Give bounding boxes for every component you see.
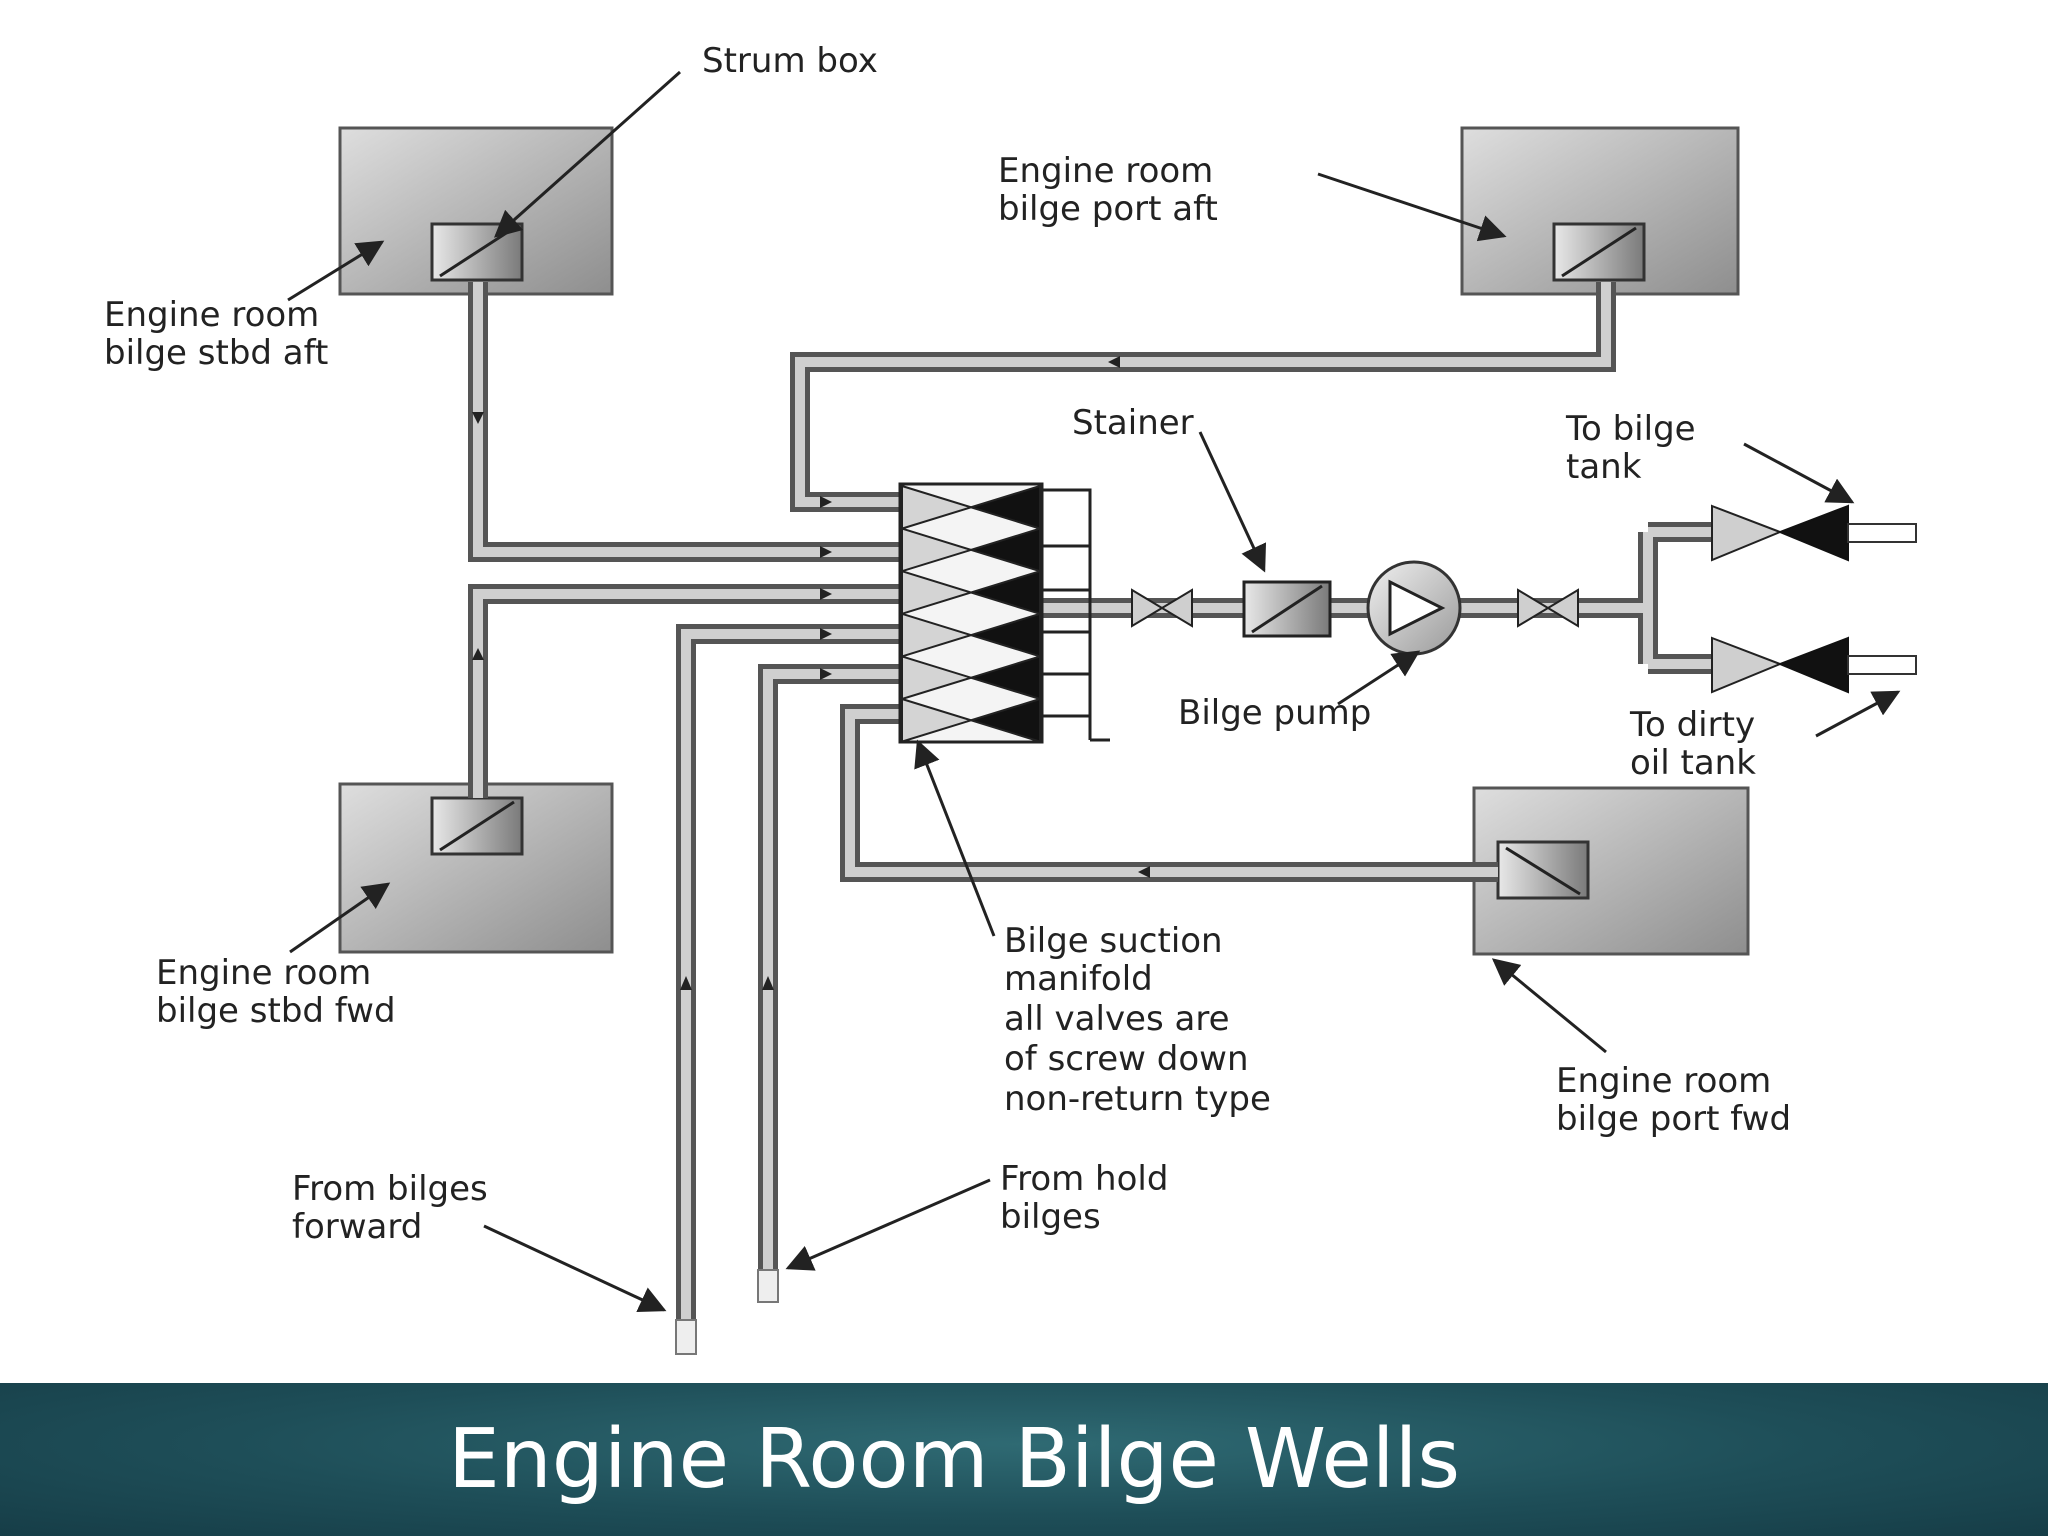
bilge-pump — [1366, 560, 1462, 656]
manifold-valve-inlet-half — [901, 569, 975, 616]
strum-box-port-fwd — [1496, 840, 1590, 900]
label-strum-box: Strum box — [702, 41, 878, 81]
label-port-fwd: Engine room bilge port fwd — [1556, 1061, 1791, 1139]
manifold-valve-outlet-half — [967, 612, 1041, 658]
label-from-hold-bilges: From hold bilges — [1000, 1159, 1179, 1237]
manifold-valve-outlet-half — [967, 697, 1041, 743]
label-bilge-pump: Bilge pump — [1178, 693, 1371, 733]
manifold-valve-inlet-half — [901, 527, 975, 573]
valve-to-bilge-tank — [1711, 504, 1917, 562]
manifold-valve-outlet-half — [967, 527, 1041, 573]
strum-box-stbd-fwd — [430, 796, 524, 856]
manifold-valve-outlet-half — [967, 484, 1041, 530]
slide-title: Engine Room Bilge Wells — [448, 1412, 1461, 1507]
valve-inlet — [1131, 588, 1193, 628]
flow-arrows — [472, 356, 1150, 990]
title-banner — [0, 1383, 2048, 1536]
label-stainer: Stainer — [1072, 403, 1194, 443]
leader-lines — [287, 70, 1901, 1312]
valve-outlet — [1517, 588, 1579, 628]
manifold-valve-outlet-half — [967, 655, 1041, 701]
manifold-valve-inlet-half — [901, 697, 975, 743]
label-stbd-aft: Engine room bilge stbd aft — [104, 295, 330, 373]
manifold-valve-inlet-half — [901, 612, 975, 658]
manifold-valve-inlet-half — [901, 484, 975, 530]
label-to-dirty-oil-tank: To dirty oil tank — [1629, 705, 1766, 783]
valve-to-dirty-oil-tank — [1711, 636, 1917, 694]
bilge-suction-manifold — [898, 482, 1110, 744]
stainer — [1242, 580, 1332, 638]
label-to-bilge-tank: To bilge tank — [1565, 409, 1706, 487]
label-from-bilges-forward: From bilges forward — [292, 1169, 499, 1247]
manifold-valve-inlet-half — [901, 655, 975, 701]
label-manifold: Bilge suction manifold all valves are of… — [1004, 921, 1271, 1119]
label-stbd-fwd: Engine room bilge stbd fwd — [156, 953, 396, 1031]
strum-box-stbd-aft — [430, 222, 524, 282]
label-port-aft: Engine room bilge port aft — [998, 151, 1224, 229]
manifold-valve-outlet-half — [967, 569, 1041, 616]
strum-box-port-aft — [1552, 222, 1646, 282]
